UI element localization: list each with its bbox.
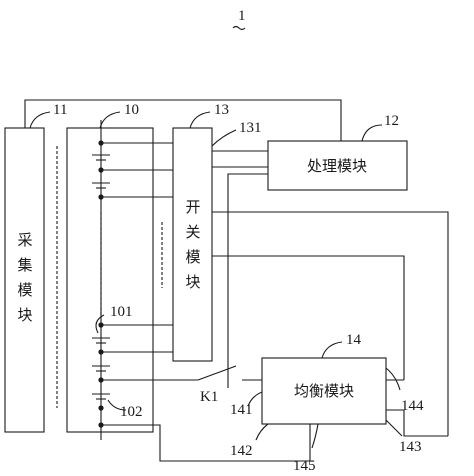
balancing-module-label: 均衡模块 (294, 382, 354, 400)
leader-10 (99, 111, 121, 129)
ref-131: 131 (239, 120, 262, 136)
ref-102: 102 (120, 404, 143, 420)
ref-142: 142 (230, 443, 253, 459)
acquisition-module-box (4, 127, 45, 433)
ref-10: 10 (124, 102, 139, 118)
leader-145 (311, 423, 319, 449)
ref-145: 145 (293, 458, 316, 474)
switch-label-char-2: 关 (185, 223, 200, 241)
ref-141: 141 (230, 402, 253, 418)
switch-k1-label: K1 (200, 389, 218, 405)
leader-144 (385, 367, 401, 391)
leader-143 (385, 419, 403, 437)
leader-142 (255, 423, 269, 441)
processing-module-box (267, 140, 408, 191)
ref-13: 13 (214, 102, 229, 118)
leader-101 (95, 314, 105, 334)
ref-144: 144 (401, 398, 424, 414)
acquisition-label-char-4: 块 (17, 306, 32, 324)
balancing-module-box (261, 357, 387, 425)
leader-11 (29, 111, 51, 129)
switch-label-char-4: 块 (185, 273, 200, 291)
switch-module-box (172, 127, 213, 362)
battery-pack-box (66, 127, 154, 433)
leader-131 (211, 129, 237, 147)
switch-bus-mid (212, 255, 405, 380)
node-dot (98, 405, 104, 411)
acquisition-label-char-1: 采 (17, 231, 32, 249)
switch-label-char-1: 开 (185, 198, 200, 216)
ref-12: 12 (384, 113, 399, 129)
processing-module-label: 处理模块 (307, 157, 367, 175)
leader-102 (107, 399, 127, 411)
ref-101: 101 (110, 304, 133, 320)
switch-bus-right (212, 211, 449, 436)
leader-12 (361, 124, 383, 142)
ref-14: 14 (346, 332, 362, 348)
leader-14 (321, 341, 343, 359)
leader-141 (247, 391, 263, 407)
acquisition-label-char-3: 模 (17, 281, 32, 299)
ref-143: 143 (399, 439, 422, 455)
ref-11: 11 (53, 102, 67, 118)
bottom-loop-line (101, 424, 311, 462)
top-loop-line (24, 99, 342, 141)
switch-label-char-3: 模 (185, 248, 200, 266)
figure-label-tilde (232, 25, 246, 31)
acquisition-label-char-2: 集 (17, 256, 32, 274)
balancing-output-143 (386, 409, 448, 437)
processing-control-line (227, 173, 268, 388)
figure-label: 1 (238, 8, 246, 24)
k1-switch-blade (197, 365, 237, 381)
leader-13 (189, 111, 211, 129)
